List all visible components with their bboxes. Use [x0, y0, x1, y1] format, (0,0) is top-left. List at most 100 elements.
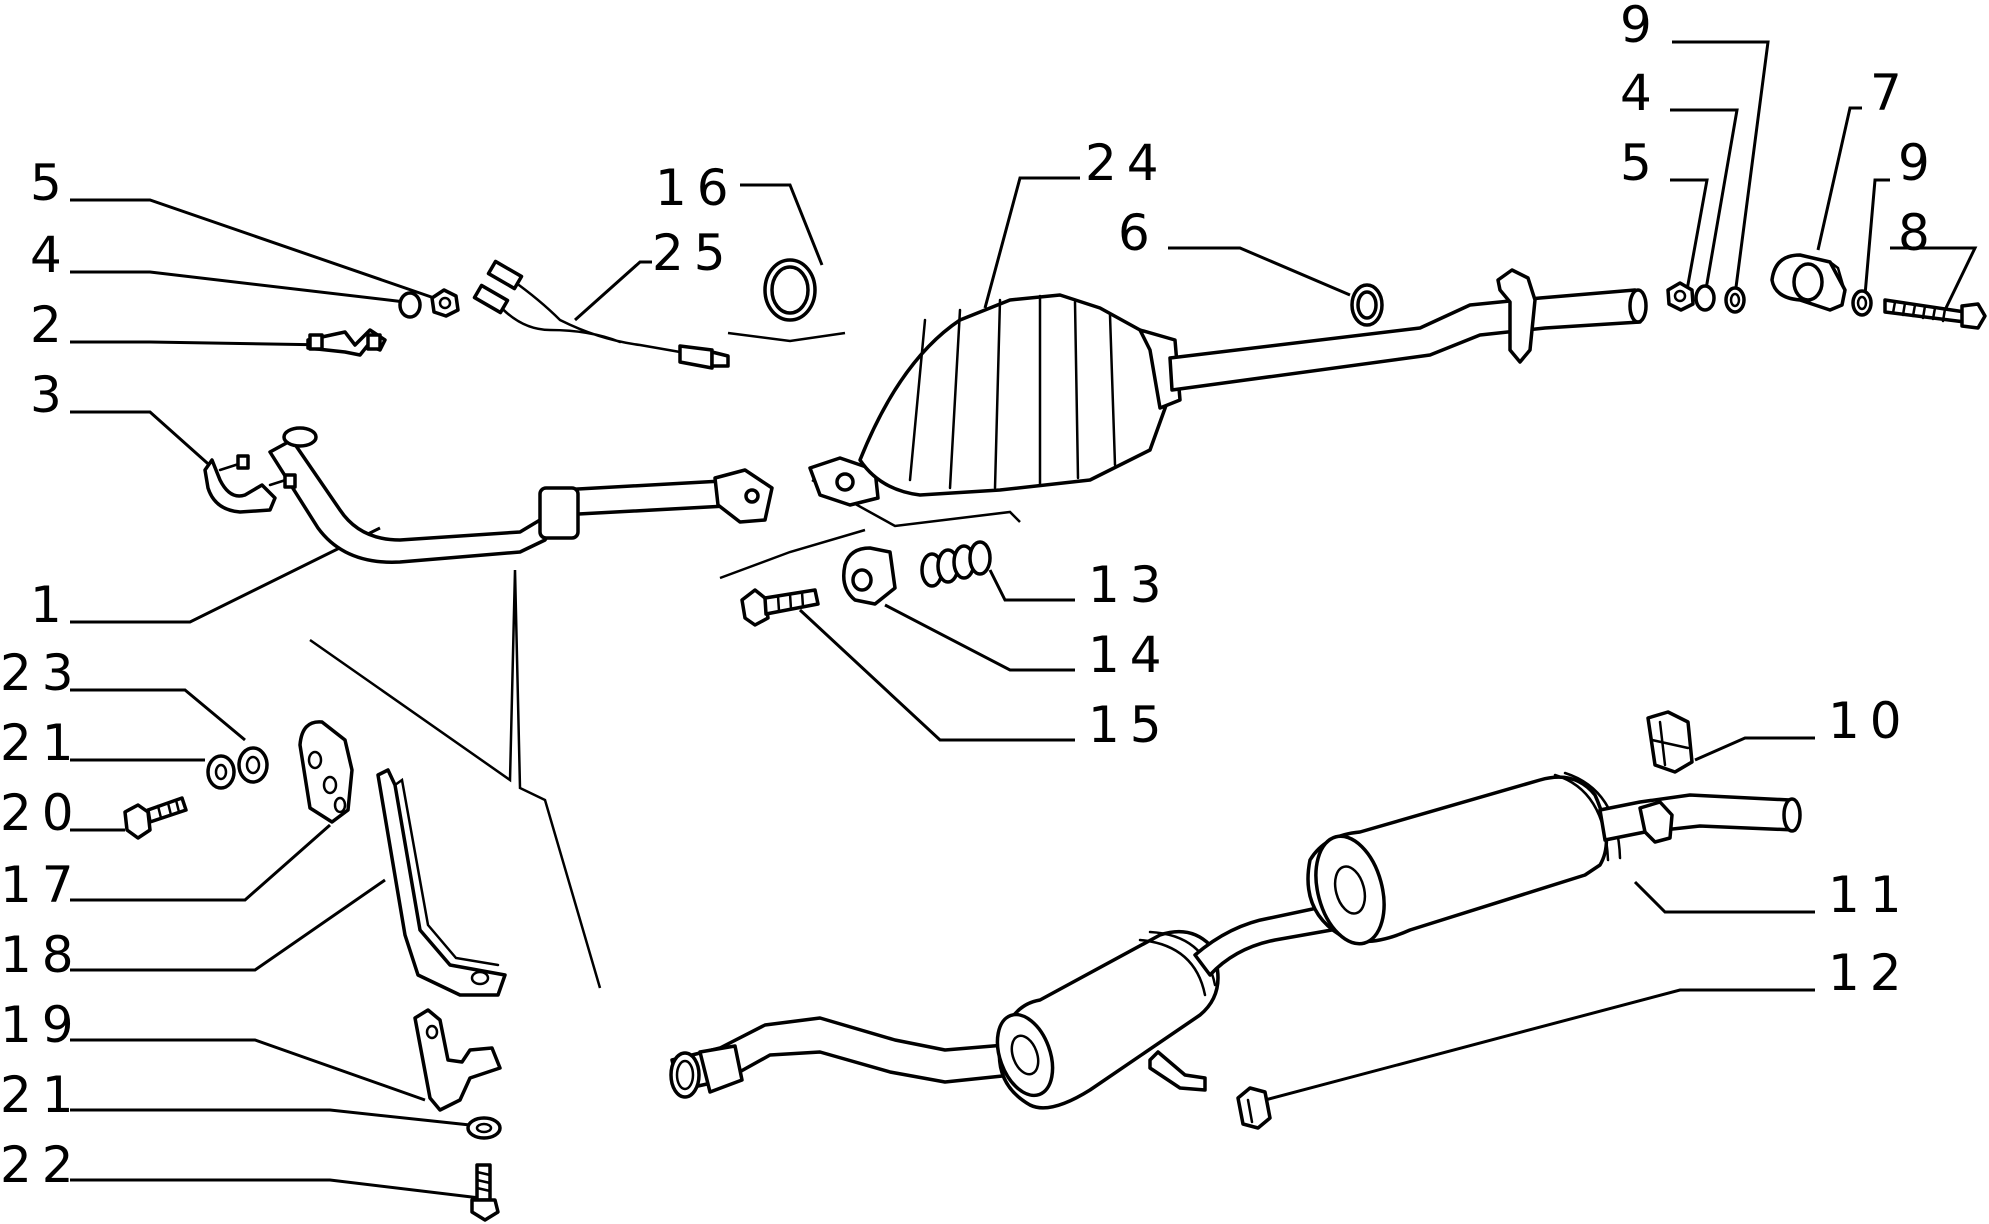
part-20-bolt	[123, 796, 188, 840]
label-part-15: 15	[1088, 696, 1172, 754]
part-12-small-rubber	[1236, 1086, 1272, 1130]
front-pipe-inlet	[282, 426, 318, 448]
label-part-3: 3	[30, 366, 72, 424]
leader-2	[70, 340, 331, 347]
label-part-23: 23	[0, 644, 84, 702]
label-part-19: 19	[0, 996, 84, 1054]
label-part-12: 12	[1828, 944, 1912, 1002]
part-19-clip-bracket	[413, 1008, 502, 1112]
part-21-washer-bottom	[466, 1116, 502, 1140]
leader-16	[740, 183, 824, 266]
leader-4-left	[70, 270, 406, 304]
label-part-24: 24	[1085, 134, 1169, 192]
label-part-16: 16	[655, 159, 739, 217]
leader-3	[70, 410, 216, 472]
label-part-25: 25	[652, 224, 736, 282]
leader-17	[70, 823, 331, 902]
label-part-13: 13	[1088, 556, 1172, 614]
part-14-rubber-bush	[842, 546, 897, 606]
label-part-17: 17	[0, 856, 84, 914]
part-16-gasket-ring	[763, 258, 817, 322]
front-pipe-flange-hole	[744, 488, 760, 504]
label-part-2: 2	[30, 296, 72, 354]
rear-tailpipe-outlet	[1598, 793, 1797, 842]
leader-6	[1168, 246, 1351, 297]
label-part-8: 8	[1898, 204, 1940, 262]
leader-8	[1890, 246, 1978, 311]
catalyst-hanger-bracket	[1496, 268, 1537, 364]
leader-13	[988, 569, 1075, 602]
part-3-clamp-lower	[203, 454, 297, 514]
part-5-nut-left	[430, 288, 460, 318]
part-9-washer-right	[1851, 289, 1873, 317]
leader-14	[884, 603, 1075, 672]
part-10-rubber-buffer	[1646, 710, 1694, 774]
label-part-21-top: 21	[0, 714, 84, 772]
part-24-catalytic-converter	[808, 268, 1648, 507]
part-1-front-pipe	[268, 426, 774, 564]
section-line-catalyst-top	[727, 331, 846, 343]
leader-lines	[70, 40, 1978, 1200]
leader-9-top	[1672, 40, 1770, 296]
leader-5-right	[1670, 178, 1709, 291]
label-part-5-left: 5	[30, 154, 72, 212]
label-part-7: 7	[1870, 64, 1912, 122]
leader-5-left	[70, 198, 441, 302]
section-line-mount	[719, 528, 866, 580]
leader-18	[70, 878, 386, 972]
label-part-20: 20	[0, 784, 84, 842]
part-15-bolt	[740, 588, 820, 627]
rear-hanger-bracket	[1638, 800, 1674, 844]
lambda-sensor-body	[678, 344, 714, 370]
label-part-6: 6	[1118, 204, 1160, 262]
front-pipe-sleeve	[538, 486, 580, 540]
label-part-9-top: 9	[1620, 0, 1662, 54]
label-part-14: 14	[1088, 626, 1172, 684]
callout-labels: 5 4 2 3 1 16 25 24 6 9 4 5 7 9 8 13 14 1…	[0, 0, 1940, 1194]
part-23-washer	[237, 746, 269, 784]
label-part-9-right: 9	[1898, 134, 1940, 192]
leader-24	[983, 176, 1080, 309]
label-part-11: 11	[1828, 866, 1912, 924]
leader-22	[70, 1178, 481, 1200]
leader-21-bottom	[70, 1108, 471, 1127]
part-4-washer-right	[1694, 284, 1716, 312]
leader-4-right	[1670, 108, 1739, 296]
part-4-washer-left	[398, 291, 422, 319]
part-6-seal-ring	[1350, 283, 1384, 327]
part-13-spring	[920, 540, 992, 588]
part-22-bolt	[470, 1163, 500, 1222]
front-pipe-body	[268, 438, 747, 564]
label-part-5-right: 5	[1620, 134, 1662, 192]
label-part-21-bottom: 21	[0, 1066, 84, 1124]
label-part-22: 22	[0, 1136, 84, 1194]
leader-15	[798, 608, 1075, 742]
label-part-18: 18	[0, 926, 84, 984]
part-18-hanger-bracket	[376, 768, 507, 997]
part-7-rubber-mount	[1770, 253, 1847, 312]
label-part-10: 10	[1828, 692, 1912, 750]
part-8-long-bolt	[1883, 298, 1987, 330]
rear-exhaust-assembly	[669, 771, 1802, 1110]
leader-25	[574, 260, 652, 322]
leader-9-right	[1863, 178, 1890, 296]
front-pipe-flange	[713, 468, 774, 524]
leader-23	[70, 688, 246, 742]
part-2-clamp-upper	[306, 328, 387, 357]
leader-7	[1816, 106, 1862, 251]
leader-1	[70, 526, 381, 624]
part-17-bracket	[298, 720, 354, 824]
part-21-toothed-washer-top	[206, 754, 236, 790]
catalyst-outlet-pipe	[1168, 288, 1642, 392]
leader-11	[1633, 880, 1815, 914]
section-line-bracket	[309, 569, 602, 989]
label-part-4-left: 4	[30, 226, 72, 284]
leader-12	[1264, 988, 1815, 1102]
lambda-sensor-wire	[494, 278, 682, 354]
part-5-nut-right	[1666, 281, 1695, 312]
catalyst-body	[858, 293, 1170, 497]
part-9-washer-top	[1724, 286, 1746, 314]
leader-10	[1694, 736, 1815, 762]
label-part-1: 1	[30, 576, 72, 634]
